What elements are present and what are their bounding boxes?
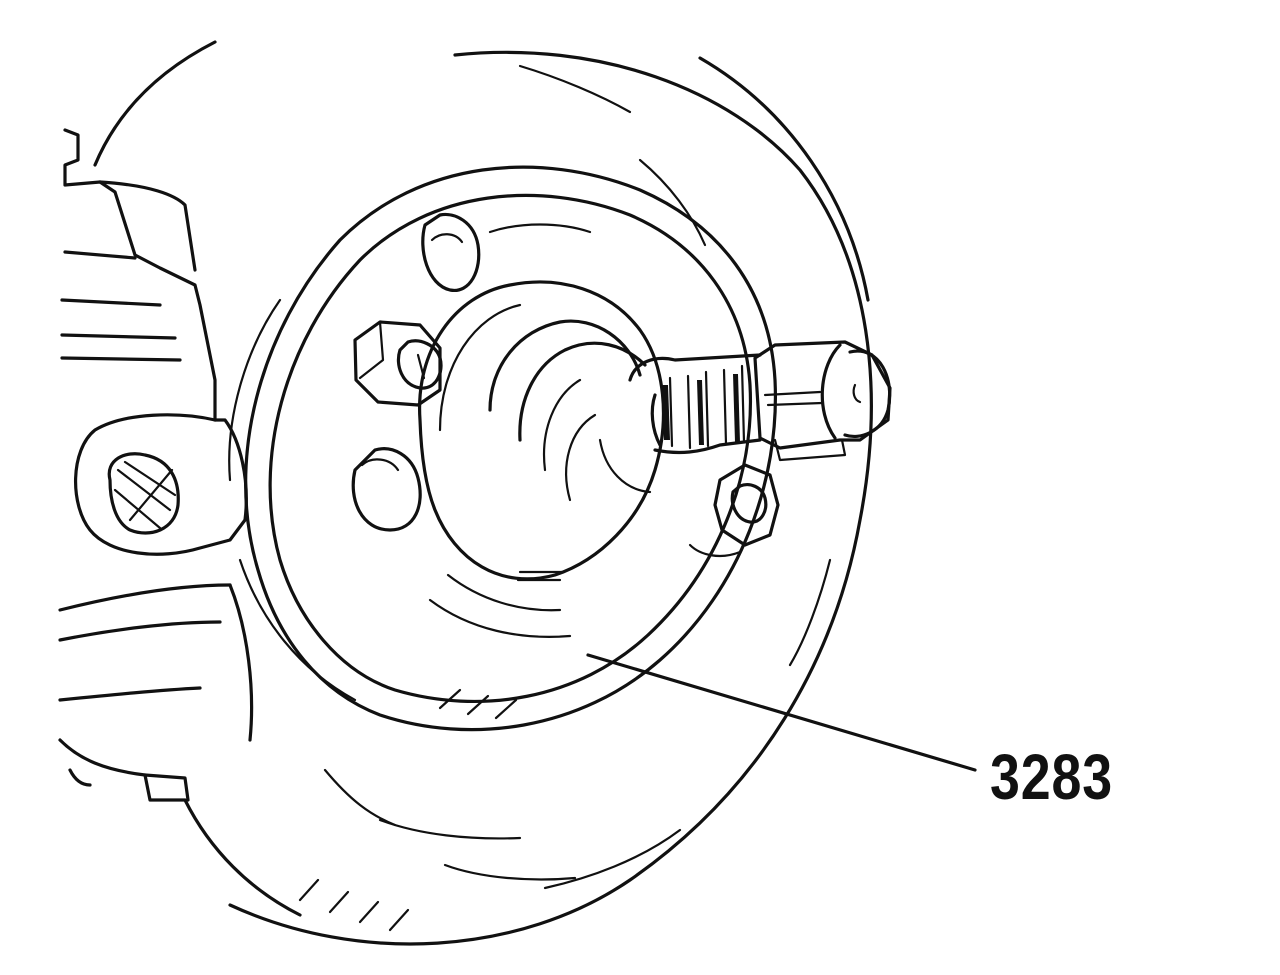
brake-disc xyxy=(93,40,873,946)
callout-label-3283: 3283 xyxy=(990,741,1113,813)
callout-leader-line xyxy=(586,653,977,772)
puller-body xyxy=(418,280,666,581)
puller-nut-lower xyxy=(688,463,780,558)
spindle-thread xyxy=(628,353,762,455)
puller-nut-upper xyxy=(353,320,443,407)
hex-spindle-head xyxy=(753,340,892,462)
hub-flange xyxy=(228,165,778,732)
wheel-bolt-holes xyxy=(351,212,481,532)
brake-caliper xyxy=(58,128,302,917)
